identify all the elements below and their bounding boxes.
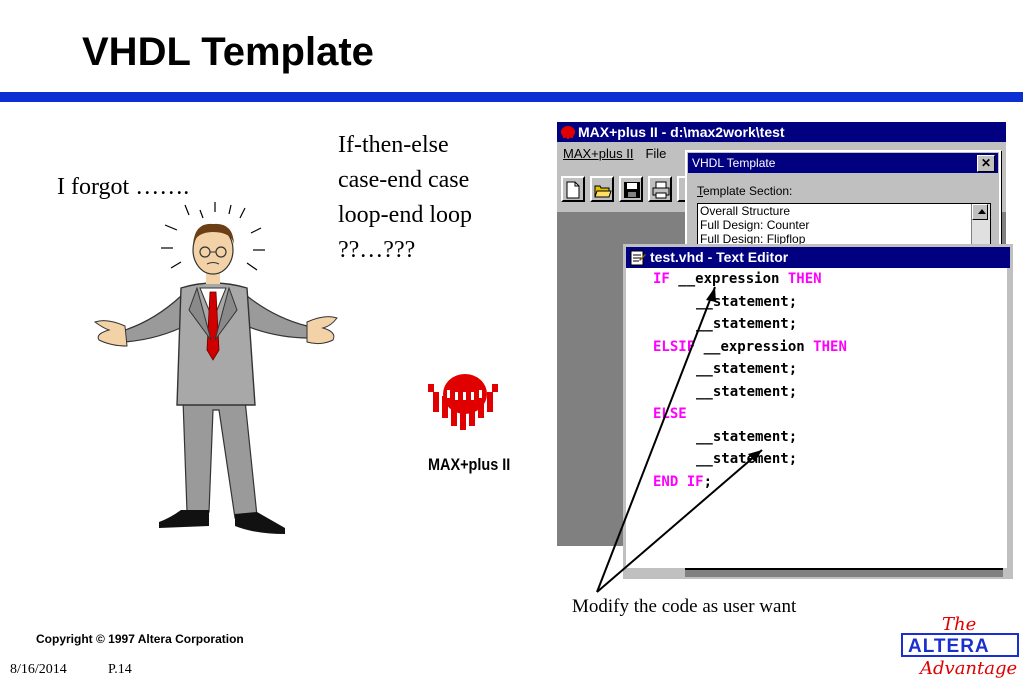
- svg-text:Advantage: Advantage: [918, 658, 1017, 679]
- code-keyword: END IF: [653, 473, 704, 490]
- slide-title: VHDL Template: [82, 30, 374, 74]
- list-item[interactable]: Full Design: Flipflop: [700, 232, 806, 246]
- code-line[interactable]: __statement;: [626, 358, 1007, 381]
- code-line[interactable]: __statement;: [626, 426, 1007, 449]
- code-text: __statement;: [696, 428, 798, 445]
- keyword-list: If-then-else case-end case loop-end loop…: [338, 128, 472, 268]
- code-text: __expression: [695, 338, 814, 355]
- code-keyword: ELSIF: [653, 338, 696, 355]
- keyword-item: loop-end loop: [338, 202, 472, 228]
- open-file-button[interactable]: [590, 176, 614, 202]
- forgot-text: I forgot …….: [57, 174, 190, 200]
- code-line[interactable]: IF __expression THEN: [626, 268, 1007, 291]
- scroll-up-button[interactable]: [972, 204, 988, 220]
- open-folder-icon: [594, 185, 612, 198]
- code-line[interactable]: END IF;: [626, 471, 1007, 494]
- printer-icon: [652, 181, 670, 199]
- text-editor-title: test.vhd - Text Editor: [650, 249, 789, 265]
- window-bottom-edge: [685, 568, 1003, 577]
- confused-man-clipart: [93, 202, 338, 534]
- code-text: __statement;: [696, 316, 798, 332]
- menu-file[interactable]: File: [645, 146, 667, 161]
- max-plus-logo: [428, 374, 498, 430]
- keyword-item: ??…???: [338, 237, 416, 263]
- list-item[interactable]: Overall Structure: [700, 204, 791, 218]
- menu-maxplus[interactable]: MAX+plus II: [563, 146, 634, 161]
- caption: Modify the code as user want: [572, 596, 797, 617]
- print-button[interactable]: [648, 176, 672, 202]
- main-window-title: MAX+plus II - d:\max2work\test: [578, 124, 785, 140]
- code-keyword: THEN: [787, 271, 822, 287]
- save-disk-icon: [624, 182, 640, 198]
- template-dialog-titlebar[interactable]: VHDL Template ✕: [688, 153, 998, 173]
- code-line[interactable]: ELSIF __expression THEN: [626, 336, 1007, 359]
- code-text: __statement;: [696, 383, 798, 400]
- new-file-icon: [566, 181, 580, 199]
- new-file-button[interactable]: [561, 176, 585, 202]
- svg-text:The: The: [942, 614, 976, 635]
- svg-text:ALTERA: ALTERA: [908, 636, 990, 657]
- main-window-titlebar[interactable]: MAX+plus II - d:\max2work\test: [557, 122, 1006, 142]
- code-line[interactable]: __statement;: [626, 313, 1007, 336]
- template-dialog-title: VHDL Template: [692, 156, 776, 170]
- text-editor-window: test.vhd - Text Editor IF __expression T…: [623, 244, 1013, 579]
- close-icon[interactable]: ✕: [977, 155, 995, 172]
- title-divider: [0, 92, 1023, 102]
- code-area[interactable]: IF __expression THEN __statement; __statem…: [626, 268, 1007, 568]
- code-line[interactable]: __statement;: [626, 291, 1007, 314]
- code-line[interactable]: ELSE: [626, 403, 1007, 426]
- code-text: ;: [703, 473, 713, 490]
- template-section-label-text: emplate Section:: [703, 184, 793, 198]
- text-editor-titlebar[interactable]: test.vhd - Text Editor: [626, 247, 1010, 268]
- keyword-item: If-then-else: [338, 132, 449, 158]
- max-plus-logo-label: MAX+plus II: [428, 455, 511, 474]
- text-editor-icon: [630, 250, 646, 266]
- code-text: __statement;: [696, 361, 798, 377]
- list-item[interactable]: Full Design: Counter: [700, 218, 810, 232]
- altera-advantage-logo: The ALTERA Advantage: [901, 614, 1019, 679]
- code-keyword: ELSE: [653, 406, 687, 422]
- code-text: __statement;: [696, 293, 798, 310]
- page-number: P.14: [108, 662, 132, 677]
- code-line[interactable]: __statement;: [626, 381, 1007, 404]
- keyword-item: case-end case: [338, 167, 470, 193]
- code-line[interactable]: __statement;: [626, 448, 1007, 471]
- copyright: Copyright © 1997 Altera Corporation: [36, 632, 244, 646]
- code-text: __expression: [669, 271, 788, 287]
- code-keyword: IF: [653, 271, 670, 287]
- template-section-label: Template Section:: [697, 184, 792, 198]
- app-icon: [561, 126, 575, 140]
- code-keyword: THEN: [813, 338, 847, 355]
- save-button[interactable]: [619, 176, 643, 202]
- scroll-up-arrow-icon: [978, 209, 986, 214]
- template-section-label-mnemonic: T: [697, 184, 703, 198]
- slide-date: 8/16/2014: [10, 662, 67, 677]
- code-text: __statement;: [696, 451, 798, 467]
